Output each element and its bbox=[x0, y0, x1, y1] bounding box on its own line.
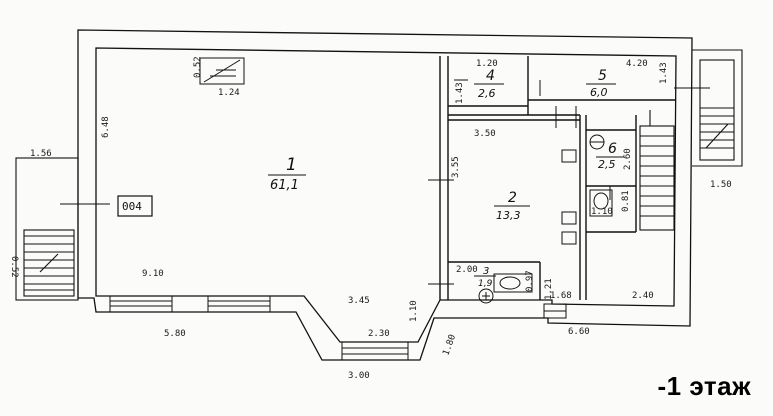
dim-label: 3.45 bbox=[348, 296, 370, 306]
dim-label: 2.30 bbox=[368, 329, 390, 339]
room-1-area: 61,1 bbox=[270, 178, 299, 193]
dim-label: 0.81 bbox=[621, 190, 631, 212]
dim-label: 1.10 bbox=[409, 300, 419, 322]
dim-label: 1.10 bbox=[591, 207, 613, 217]
left-stairs bbox=[15, 157, 110, 301]
right-stairs bbox=[639, 49, 743, 231]
dim-label: 2.40 bbox=[632, 291, 654, 301]
dim-label: 0.52 bbox=[9, 256, 19, 278]
dimension-labels: 1.56 0.52 1.24 6.48 9.10 3.45 1.10 5.80 … bbox=[9, 56, 732, 381]
dim-label: 9.10 bbox=[142, 269, 164, 279]
room-1-label: 1 61,1 bbox=[268, 155, 306, 193]
room-6-area: 2,5 bbox=[598, 158, 616, 171]
dim-label: 3.00 bbox=[348, 371, 370, 381]
dim-label: 1.56 bbox=[30, 149, 52, 159]
interior-walls bbox=[439, 56, 676, 300]
room-2-number: 2 bbox=[508, 190, 517, 206]
room-5-label: 5 6,0 bbox=[586, 68, 616, 99]
floor-label: -1 этаж bbox=[657, 371, 751, 401]
room-1-number: 1 bbox=[286, 155, 297, 175]
room-5-area: 6,0 bbox=[590, 86, 608, 99]
dim-label: 4.20 bbox=[626, 59, 648, 69]
windows bbox=[109, 295, 567, 361]
dim-label: 1.43 bbox=[659, 62, 669, 84]
dim-label: 1.24 bbox=[218, 88, 240, 98]
room-6-label: 6 2,5 bbox=[596, 141, 624, 171]
room-4-number: 4 bbox=[486, 68, 495, 84]
dim-label: 2.00 bbox=[456, 265, 478, 275]
room-3-label: 3 1,9 bbox=[474, 266, 496, 289]
dim-label: 6.60 bbox=[568, 327, 590, 337]
door-marks bbox=[428, 79, 611, 285]
room-2-label: 2 13,3 bbox=[494, 190, 530, 222]
code-box-label: 004 bbox=[122, 200, 142, 213]
dim-label: 3.55 bbox=[451, 156, 461, 178]
dim-label: 3.50 bbox=[474, 129, 496, 139]
room-3-number: 3 bbox=[483, 266, 489, 277]
room-4-area: 2,6 bbox=[478, 87, 496, 100]
room-5-number: 5 bbox=[598, 68, 607, 84]
room-3-area: 1,9 bbox=[478, 279, 493, 289]
dim-label: 1.80 bbox=[441, 333, 458, 357]
dim-label: 5.80 bbox=[164, 329, 186, 339]
dim-label: 0.97 bbox=[525, 270, 535, 292]
dim-label: 1.50 bbox=[710, 180, 732, 190]
room-4-label: 4 2,6 bbox=[474, 68, 504, 100]
dim-label: 2.60 bbox=[623, 148, 633, 170]
dim-label: 1.68 bbox=[550, 291, 572, 301]
code-box bbox=[117, 195, 153, 217]
dim-label: 1.43 bbox=[455, 82, 465, 104]
dim-label: 6.48 bbox=[101, 116, 111, 138]
dim-label: 0.52 bbox=[193, 56, 203, 78]
dim-label: 1.21 bbox=[544, 278, 554, 300]
outer-walls bbox=[77, 29, 693, 361]
room-6-number: 6 bbox=[608, 141, 617, 157]
room-2-area: 13,3 bbox=[496, 209, 521, 222]
niche-mark bbox=[199, 57, 245, 85]
sanitary-fixtures bbox=[478, 134, 613, 304]
dim-label: 1.20 bbox=[476, 59, 498, 69]
